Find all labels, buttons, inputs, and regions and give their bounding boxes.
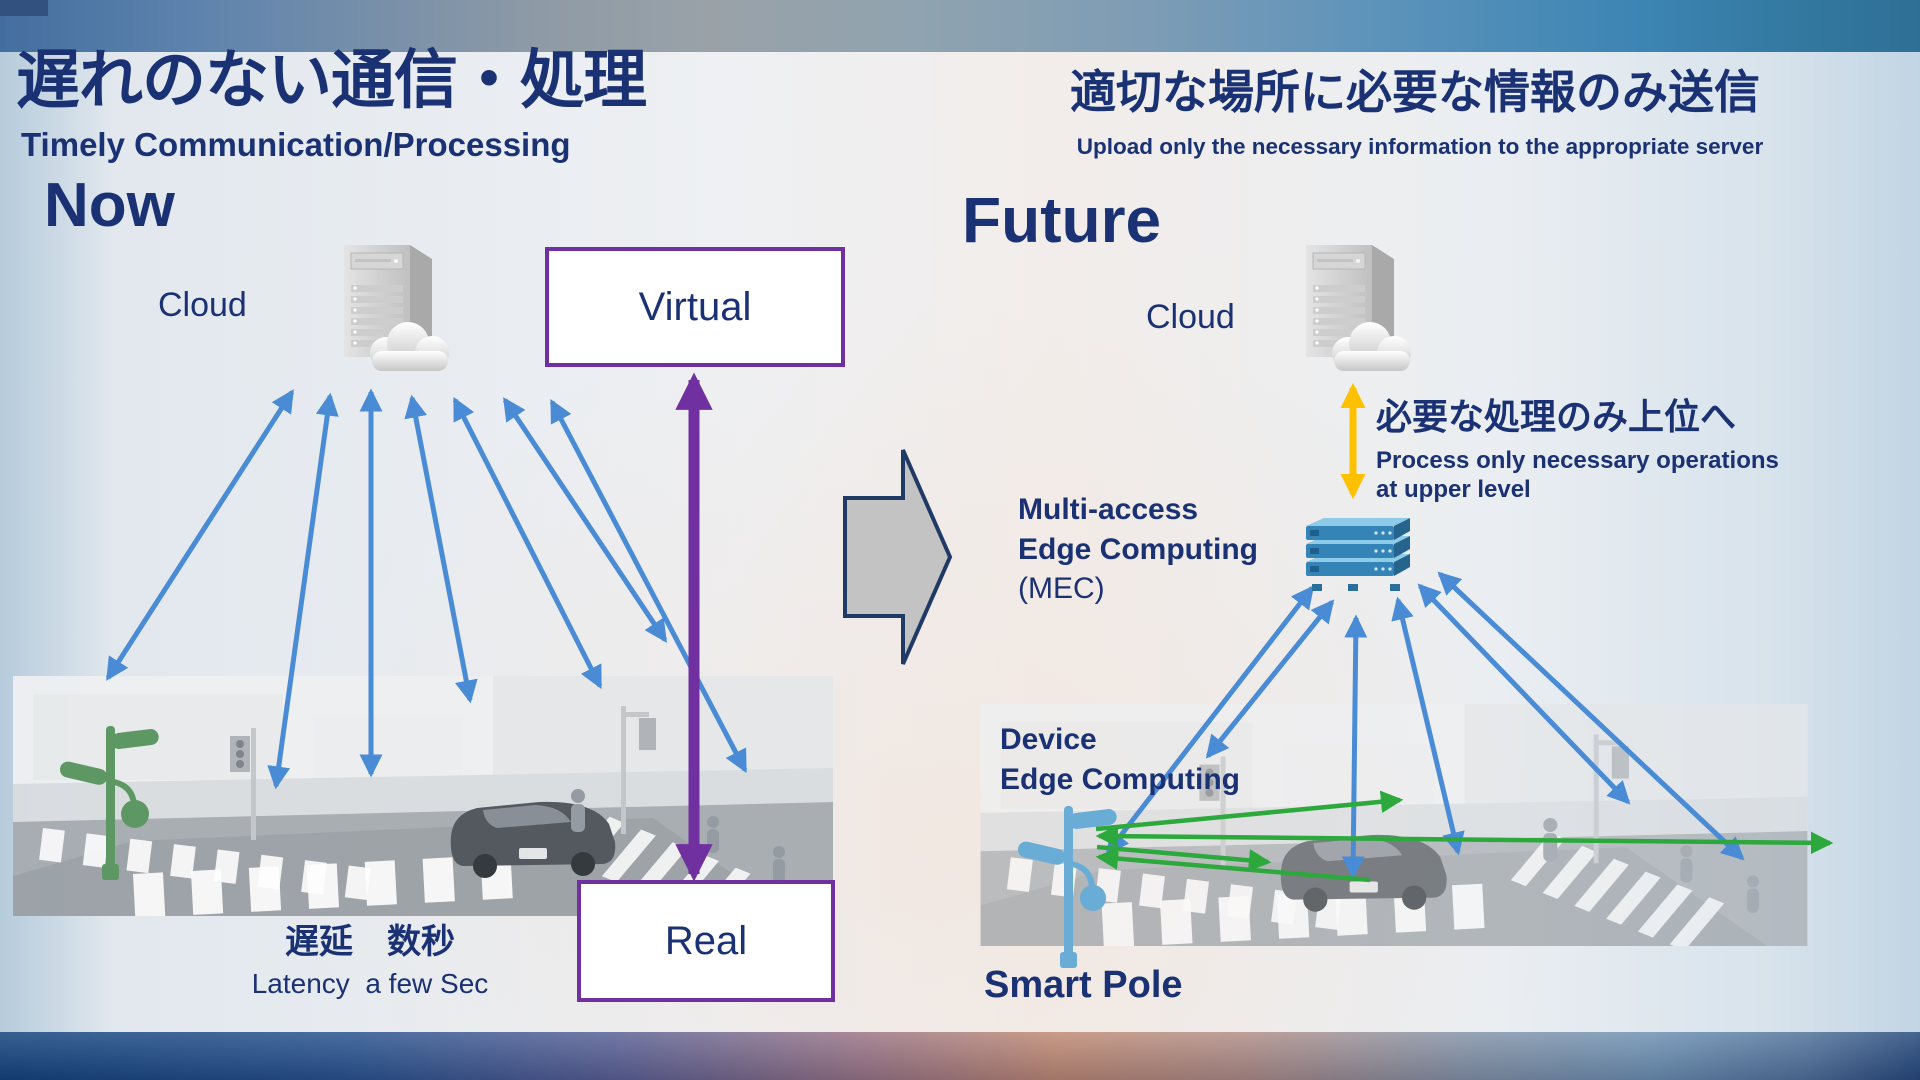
process-note-english: Process only necessary operations at upp… (1376, 446, 1779, 505)
device-edge-label-line1: Device (1000, 723, 1097, 756)
latency-label-japanese: 遅延 数秒 (285, 923, 455, 961)
cloud-icon (1332, 322, 1411, 371)
bottom-gradient-bar (0, 1032, 1920, 1080)
virtual-label: Virtual (638, 284, 752, 329)
real-label: Real (664, 918, 748, 963)
cloud-server-icon-right (1306, 245, 1411, 371)
process-note-english-line2: at upper level (1376, 476, 1531, 504)
future-heading: Future (962, 184, 1162, 256)
device-edge-label: Device Edge Computing (1000, 720, 1240, 799)
smart-pole-blue-icon (1017, 806, 1117, 968)
smart-pole-green-icon (59, 726, 159, 880)
top-gradient-bar (0, 0, 1920, 52)
right-title-english: Upload only the necessary information to… (1076, 134, 1764, 159)
process-note-english-line1: Process only necessary operations (1376, 447, 1779, 474)
mec-switch-stack-icon (1306, 518, 1410, 591)
process-note-japanese: 必要な処理のみ上位へ (1376, 396, 1737, 437)
mec-label-line2: Edge Computing (1018, 532, 1258, 566)
device-edge-label-line2: Edge Computing (1000, 762, 1240, 796)
virtual-box: Virtual (545, 247, 845, 367)
real-box: Real (577, 880, 835, 1002)
transition-arrow (843, 449, 953, 665)
cloud-label-left: Cloud (158, 286, 247, 324)
latency-label-english: Latency a few Sec (251, 968, 489, 999)
left-title-english: Timely Communication/Processing (21, 126, 571, 163)
traffic-light-icon (230, 728, 256, 840)
left-title-japanese: 遅れのない通信・処理 (16, 44, 647, 116)
mec-label-line3: (MEC) (1018, 572, 1105, 606)
smart-pole-label: Smart Pole (984, 964, 1183, 1006)
cloud-icon (370, 322, 449, 371)
mec-label-line1: Multi-access (1018, 493, 1199, 526)
cloud-label-right: Cloud (1146, 298, 1235, 336)
top-left-corner-accent (0, 0, 48, 16)
now-heading: Now (44, 171, 175, 240)
right-title-japanese: 適切な場所に必要な情報のみ送信 (1070, 66, 1760, 118)
cloud-server-icon-left (344, 245, 449, 371)
mec-label: Multi-access Edge Computing (MEC) (1018, 490, 1258, 609)
